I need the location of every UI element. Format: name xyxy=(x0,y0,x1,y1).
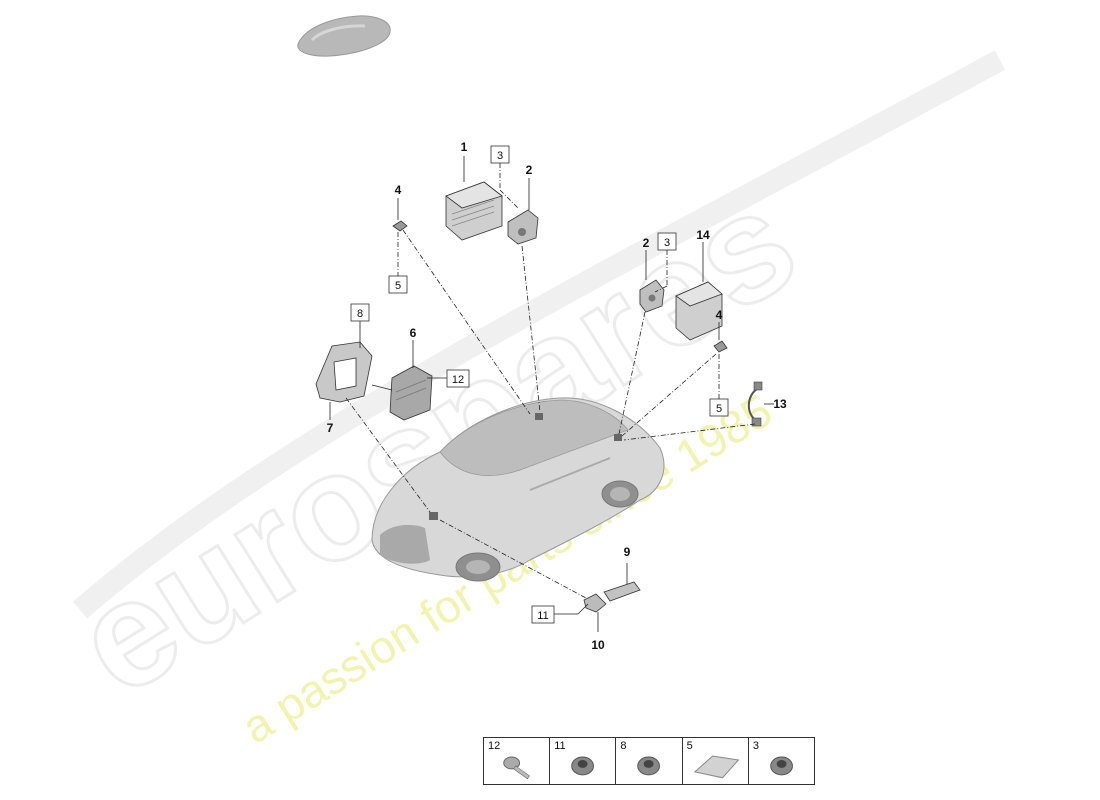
part-4-sensor-right xyxy=(713,340,728,353)
legend-ref: 5 xyxy=(686,740,693,752)
leader-lines xyxy=(329,156,774,632)
part-4-sensor-upper xyxy=(392,220,408,232)
mount-point-pillar xyxy=(614,434,622,441)
callout-2-upper: 2 xyxy=(526,163,533,177)
boxed-ref-8: 8 xyxy=(350,303,370,322)
nut-icon xyxy=(571,756,595,776)
callout-10: 10 xyxy=(591,638,605,652)
svg-text:11: 11 xyxy=(537,610,548,622)
callout-13: 13 xyxy=(773,397,787,411)
nut-icon xyxy=(770,756,793,776)
callout-1: 1 xyxy=(461,140,468,154)
svg-text:12: 12 xyxy=(452,374,464,386)
callout-6: 6 xyxy=(410,326,417,340)
adhesive-pad-icon xyxy=(693,755,739,779)
callout-4-right: 4 xyxy=(716,308,723,322)
boxed-ref-5a: 5 xyxy=(388,275,408,294)
part-1-control-module xyxy=(445,181,503,241)
svg-text:3: 3 xyxy=(664,237,670,249)
legend-cell-3: 3 xyxy=(749,738,814,784)
legend-cell-11: 11 xyxy=(550,738,617,784)
part-13-cable xyxy=(747,381,763,427)
part-7-carrier-bracket xyxy=(315,341,373,403)
part-2-bracket-right xyxy=(639,279,665,313)
boxed-ref-3b: 3 xyxy=(657,232,677,251)
callout-14: 14 xyxy=(696,228,710,242)
vehicle-thumbnail xyxy=(297,15,391,57)
svg-text:3: 3 xyxy=(497,150,503,162)
legend-cell-8: 8 xyxy=(616,738,683,784)
svg-text:5: 5 xyxy=(716,403,722,415)
boxed-ref-5b: 5 xyxy=(709,398,729,417)
part-9-strip xyxy=(603,581,641,602)
mount-point-roof xyxy=(535,413,543,420)
legend-ref: 12 xyxy=(488,740,501,752)
mount-point-front xyxy=(429,512,438,520)
svg-text:5: 5 xyxy=(395,280,401,292)
legend-ref: 11 xyxy=(554,740,566,752)
part-14-control-module xyxy=(675,281,723,341)
callout-2-right: 2 xyxy=(643,236,650,250)
svg-text:8: 8 xyxy=(357,308,363,320)
boxed-ref-11: 11 xyxy=(531,605,555,624)
legend-ref: 3 xyxy=(752,740,759,752)
boxed-ref-12: 12 xyxy=(446,369,470,388)
legend-cell-5: 5 xyxy=(683,738,749,784)
part-6-control-unit xyxy=(389,365,433,421)
bolt-icon xyxy=(503,756,530,780)
part-10-bracket xyxy=(583,593,607,613)
legend-cell-12: 12 xyxy=(484,738,551,784)
callout-4-upper: 4 xyxy=(395,183,402,197)
nut-icon xyxy=(637,756,661,776)
hardware-legend-table: 12 11 8 5 3 xyxy=(483,737,815,785)
callout-9: 9 xyxy=(624,545,631,559)
boxed-ref-3a: 3 xyxy=(490,145,510,164)
legend-ref: 8 xyxy=(620,740,627,752)
part-2-bracket-upper xyxy=(507,209,539,245)
callout-7: 7 xyxy=(327,421,334,435)
vehicle-outline xyxy=(371,397,665,582)
